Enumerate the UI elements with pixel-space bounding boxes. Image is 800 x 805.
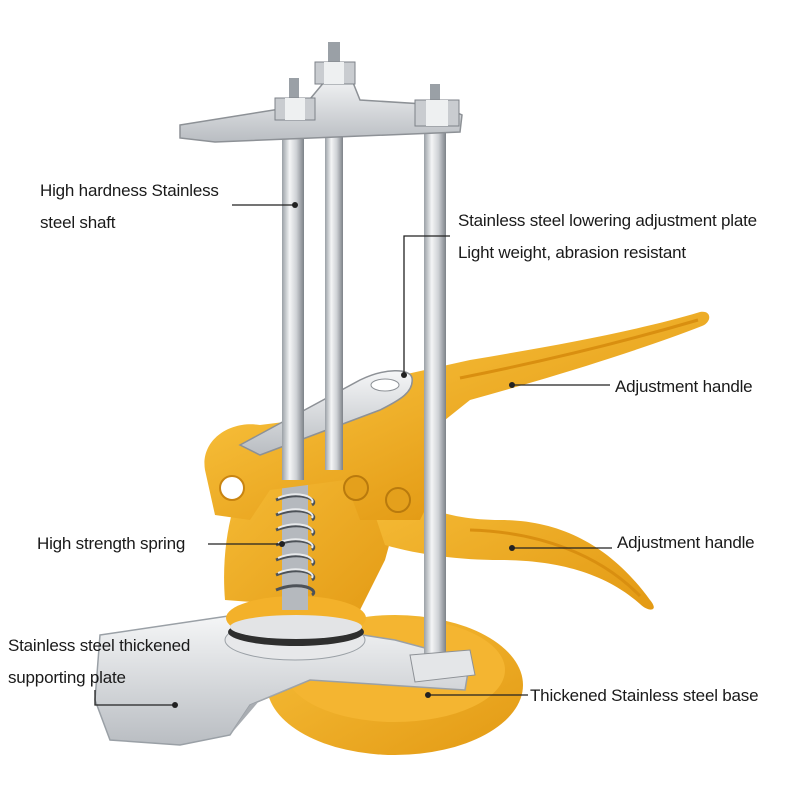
upper-handle <box>380 311 710 440</box>
label-shaft-line2: steel shaft <box>40 213 116 232</box>
spring-cup-ring-top <box>230 615 362 639</box>
plate-slot <box>370 378 400 392</box>
shaft-right <box>424 110 446 670</box>
label-lowering-plate-line2: Light weight, abrasion resistant <box>458 243 686 262</box>
label-base: Thickened Stainless steel base <box>530 686 759 705</box>
spring <box>275 470 316 610</box>
dot-lowering-plate <box>401 372 407 378</box>
label-supporting-plate-line1: Stainless steel thickened <box>8 636 191 655</box>
upper-handle-ridge <box>459 318 699 380</box>
dot-base <box>425 692 431 698</box>
base-shaft-foot <box>409 649 476 683</box>
label-lowering-plate: Stainless steel lowering adjustment plat… <box>458 205 757 269</box>
dot-upper-handle <box>509 382 515 388</box>
label-upper-handle: Adjustment handle <box>615 377 753 396</box>
dot-lower-handle <box>509 545 515 551</box>
dot-shaft <box>292 202 298 208</box>
dot-supporting-plate <box>172 702 178 708</box>
nut-middle <box>314 42 356 85</box>
nut-right <box>414 84 460 127</box>
pivot-bolt-2 <box>385 487 411 513</box>
shaft-middle <box>325 80 343 470</box>
shaft-left <box>282 120 304 480</box>
label-spring: High strength spring <box>37 534 186 553</box>
dot-spring <box>279 541 285 547</box>
label-shaft-line1: High hardness Stainless <box>40 181 219 200</box>
label-lower-handle: Adjustment handle <box>617 533 755 552</box>
clamp-hole <box>219 475 245 501</box>
nut-left <box>274 78 316 121</box>
label-lowering-plate-line1: Stainless steel lowering adjustment plat… <box>458 211 757 230</box>
leader-supporting-plate <box>94 690 175 706</box>
label-supporting-plate: Stainless steel thickened supporting pla… <box>8 630 190 694</box>
pivot-bolt-1 <box>343 475 369 501</box>
label-shaft: High hardness Stainless steel shaft <box>40 175 219 239</box>
lower-handle <box>360 470 654 610</box>
leader-lowering-plate <box>403 235 450 375</box>
label-supporting-plate-line2: supporting plate <box>8 668 126 687</box>
